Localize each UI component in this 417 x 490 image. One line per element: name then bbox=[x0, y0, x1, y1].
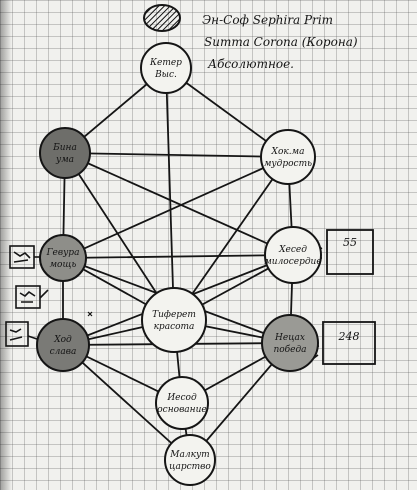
node-chesed: Хесед милосердие bbox=[264, 226, 322, 284]
node-malkhut-line2: царство bbox=[169, 462, 211, 472]
header-line-2: Summa Corona (Корона) bbox=[204, 35, 358, 49]
node-chokhmah-line1: Хок.ма bbox=[271, 147, 305, 157]
node-malkhut: Малкут царство bbox=[164, 434, 216, 486]
node-netzach-line2: победа bbox=[273, 344, 306, 355]
node-hod: Ход слава bbox=[36, 318, 90, 372]
chesed-box-number: 55 bbox=[343, 236, 357, 249]
asterisk-mark bbox=[87, 311, 93, 317]
node-chokhmah-line2: мудрость bbox=[264, 159, 312, 169]
left-box-1-scribble bbox=[13, 251, 31, 263]
node-hod-line2: слава bbox=[50, 347, 77, 357]
path-keter-tiferet bbox=[165, 67, 175, 321]
header-line-1: Эн-Соф Sephira Prim bbox=[202, 13, 333, 27]
path-gevurah-chesed bbox=[62, 254, 294, 259]
node-netzach-line1: Нецах bbox=[274, 333, 305, 343]
en-sof-ellipse bbox=[143, 4, 181, 32]
node-tiferet: Тиферет красота bbox=[141, 287, 207, 353]
node-keter-line1: Кетер bbox=[149, 58, 182, 68]
node-binah-line1: Бина bbox=[52, 143, 77, 153]
node-tiferet-line2: красота bbox=[154, 322, 195, 332]
left-box-3 bbox=[5, 321, 29, 347]
left-box-2-scribble bbox=[19, 290, 36, 303]
node-gevurah: Гевура мощь bbox=[39, 234, 87, 282]
path-hod-malkhut bbox=[62, 344, 191, 461]
node-yesod-line2: основание bbox=[157, 405, 206, 415]
node-gevurah-line1: Гевура bbox=[46, 248, 80, 258]
path-chokhmah-tiferet bbox=[173, 156, 289, 321]
left-box-2-connector bbox=[39, 289, 49, 299]
node-tiferet-line1: Тиферет bbox=[152, 310, 196, 320]
netzach-box-number: 248 bbox=[338, 330, 360, 343]
node-netzach: Нецах победа bbox=[261, 314, 319, 372]
path-chokhmah-gevurah bbox=[62, 156, 289, 259]
path-binah-chesed bbox=[64, 152, 294, 256]
node-chesed-line1: Хесед bbox=[278, 245, 307, 255]
path-binah-chokhmah bbox=[64, 152, 289, 158]
node-yesod: Иесод основание bbox=[155, 376, 209, 430]
node-chokhmah: Хок.ма мудрость bbox=[260, 129, 316, 185]
left-box-2 bbox=[15, 285, 41, 309]
page-edge-shadow bbox=[0, 0, 12, 490]
node-binah: Бина ума bbox=[39, 127, 91, 179]
left-box-3-scribble bbox=[9, 328, 23, 341]
node-malkhut-line1: Малкут bbox=[169, 450, 209, 460]
node-yesod-line1: Иесод bbox=[166, 393, 197, 403]
header-line-3: Абсолютное. bbox=[207, 57, 294, 71]
node-chesed-line2: милосердие bbox=[264, 257, 321, 267]
node-keter-line2: Выс. bbox=[154, 70, 177, 80]
node-hod-line1: Ход bbox=[53, 335, 72, 345]
node-keter: Кетер Выс. bbox=[140, 42, 192, 94]
node-binah-line2: ума bbox=[55, 155, 74, 165]
node-gevurah-line2: мощь bbox=[50, 260, 77, 270]
left-box-1 bbox=[9, 245, 35, 269]
